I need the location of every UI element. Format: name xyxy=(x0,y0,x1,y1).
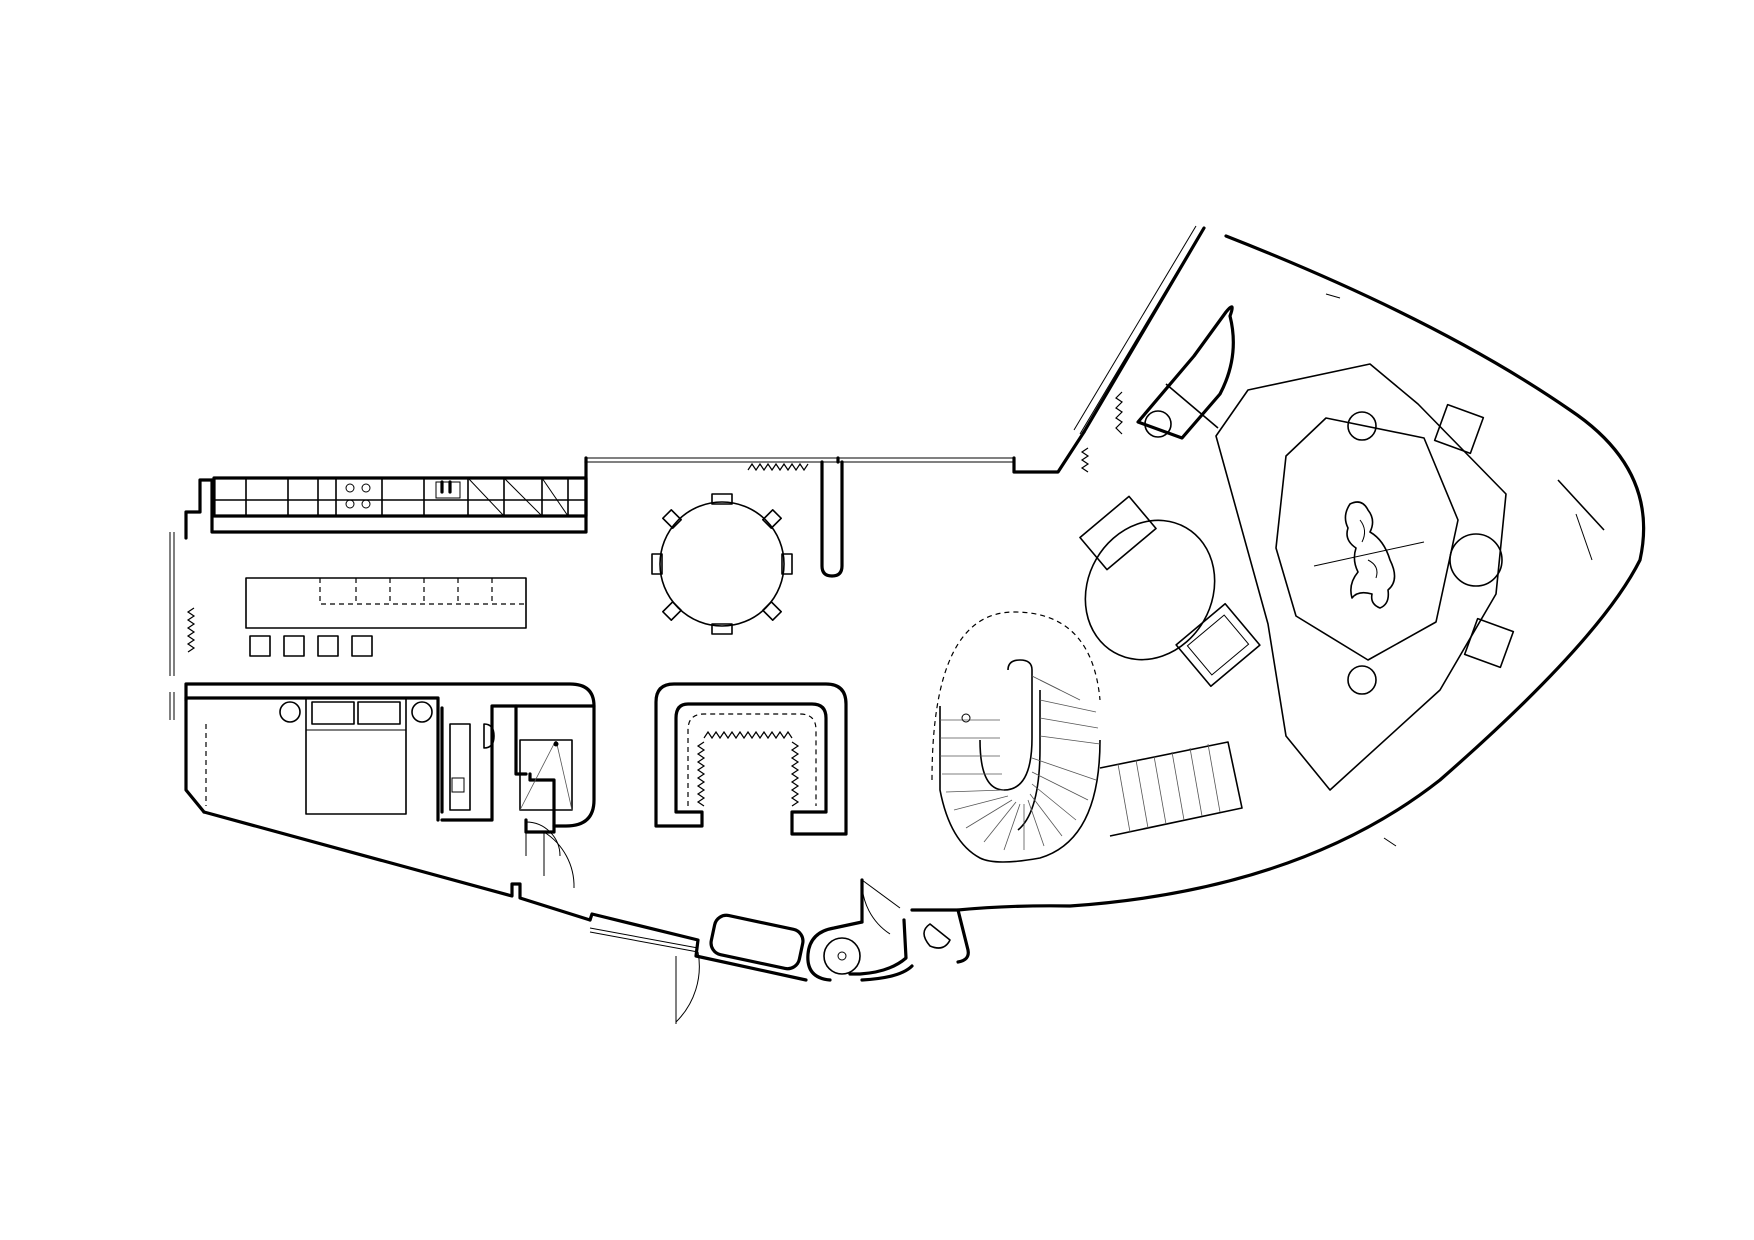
glazing xyxy=(169,225,1397,953)
dining-table xyxy=(651,493,793,635)
powder-room xyxy=(806,878,951,982)
sculpture xyxy=(1344,501,1396,609)
entry-door xyxy=(675,951,700,1024)
rug xyxy=(1215,363,1507,791)
entry-bench xyxy=(709,913,805,971)
bedroom-walls xyxy=(184,696,596,834)
armchair-right xyxy=(1175,602,1261,688)
kitchen-counter xyxy=(212,476,588,518)
lounge-chairs xyxy=(1433,403,1515,669)
outer-walls xyxy=(184,226,1646,982)
bedroom-door xyxy=(543,831,575,889)
floor-lamp xyxy=(1557,479,1605,561)
spiral-stair xyxy=(931,611,1101,863)
double-bed xyxy=(279,697,433,815)
partition-fin xyxy=(820,460,844,578)
oval-table xyxy=(1084,519,1216,661)
curved-sofa xyxy=(654,682,848,836)
kitchen-island xyxy=(245,577,527,629)
bathroom xyxy=(449,723,573,857)
curtains xyxy=(186,391,1123,653)
armchair-left xyxy=(1079,495,1157,571)
side-tables xyxy=(1347,411,1503,695)
grand-piano xyxy=(1136,305,1235,440)
straight-stair xyxy=(1099,741,1243,837)
bar-stools xyxy=(249,635,373,657)
